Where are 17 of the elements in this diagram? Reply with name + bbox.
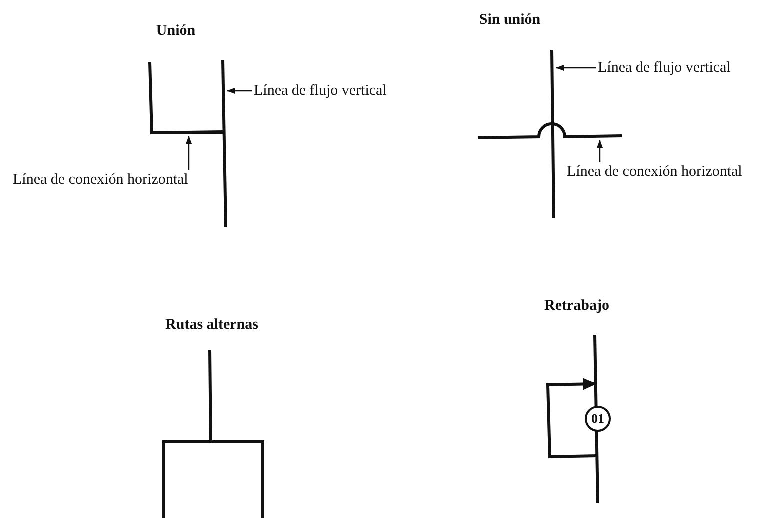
section-title: Retrabajo — [544, 297, 610, 315]
leader-arrow — [186, 136, 192, 170]
callout-text: Línea de conexión horizontal — [13, 171, 188, 189]
vertical-flow-line — [222, 60, 228, 228]
operation-circle: 01 — [585, 406, 611, 432]
leader-arrow — [227, 88, 252, 94]
section-title: Sin unión — [479, 11, 541, 29]
horizontal-connection-line — [152, 130, 224, 134]
section-title: Rutas alternas — [166, 316, 258, 334]
callout-text: Línea de conexión horizontal — [567, 163, 742, 181]
section-title: Unión — [156, 22, 196, 40]
horizontal-connection-line — [478, 122, 622, 140]
callout-text: Línea de flujo vertical — [598, 59, 731, 77]
vertical-flow-line — [550, 50, 556, 218]
leader-arrow — [556, 65, 596, 71]
callout-text: Línea de flujo vertical — [254, 82, 387, 100]
leader-arrow — [597, 140, 603, 162]
